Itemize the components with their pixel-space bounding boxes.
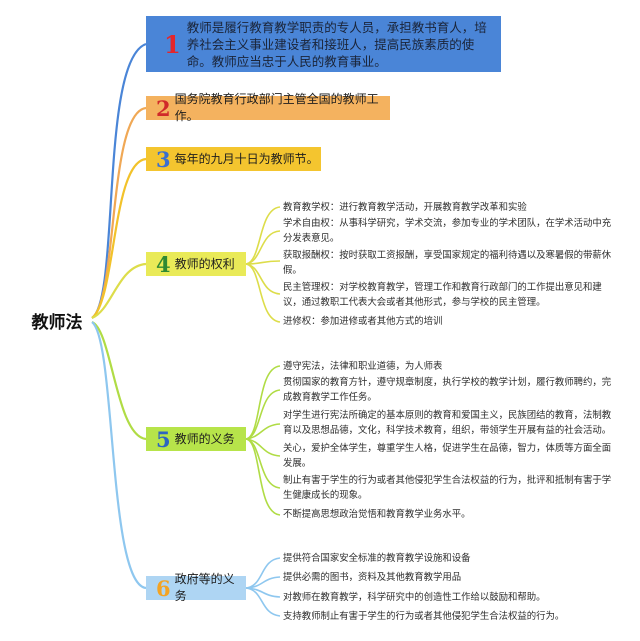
- branch-text-1: 教师是履行教育教学职责的专人员，承担教书育人，培养社会主义事业建设者和接班人，提…: [186, 19, 487, 69]
- leaf-b5-6: 不断提高思想政治觉悟和教育教学业务水平。: [283, 509, 471, 520]
- leaf-b6-3: 对教师在教育教学，科学研究中的创造性工作给以鼓励和帮助。: [283, 592, 546, 603]
- branch-node-5: 5 教师的义务: [146, 427, 246, 451]
- leaf-b5-5: 制止有害于学生的行为或者其他侵犯学生合法权益的行为，批评和抵制有害于学生健康成长…: [283, 475, 612, 501]
- branch-text-3: 每年的九月十日为教师节。: [174, 151, 319, 166]
- connector-root-branch-1: [91, 42, 147, 319]
- connector-b4-leaf-4: [245, 263, 281, 295]
- connector-b5-leaf-2: [245, 389, 281, 440]
- branch-number-3: 3: [156, 146, 171, 172]
- connector-b6-leaf-1: [245, 557, 281, 589]
- connector-b6-leaf-4: [245, 587, 281, 617]
- leaf-b5-2: 贯彻国家的教育方针，遵守规章制度，执行学校的教学计划，履行教师聘约，完成教育教学…: [283, 377, 612, 403]
- leaf-b4-5: 进修权：参加进修或者其他方式的培训: [283, 316, 443, 327]
- leaf-b4-1: 教育教学权：进行教育教学活动，开展教育教学改革和实验: [283, 202, 527, 213]
- connector-b4-leaf-3: [245, 260, 281, 265]
- leaf-b4-4: 民主管理权：对学校教育教学，管理工作和教育行政部门的工作提出意见和建议，通过教职…: [283, 282, 602, 308]
- connector-b5-leaf-6: [245, 438, 281, 516]
- leaf-b5-3: 对学生进行宪法所确定的基本原则的教育和爱国主义，民族团结的教育，法制教育以及思想…: [283, 410, 612, 436]
- branch-node-6: 6 政府等的义务: [146, 572, 246, 603]
- connector-b6-leaf-2: [245, 576, 281, 589]
- branch-number-1: 1: [164, 29, 181, 59]
- connector-b5-leaf-3: [245, 423, 281, 440]
- connector-root-branch-6: [91, 321, 147, 590]
- connector-b5-leaf-5: [245, 438, 281, 489]
- connector-b5-leaf-1: [245, 365, 281, 440]
- connector-root-branch-4: [91, 262, 147, 320]
- leaf-b5-1: 遵守宪法，法律和职业道德，为人师表: [283, 361, 443, 372]
- leaf-b5-4: 关心，爱护全体学生，尊重学生人格，促进学生在品德，智力，体质等方面全面发展。: [283, 443, 612, 469]
- branch-node-3: 3 每年的九月十日为教师节。: [146, 147, 321, 171]
- branch-number-5: 5: [156, 426, 171, 452]
- branch-number-2: 2: [156, 95, 171, 121]
- connector-b4-leaf-1: [245, 206, 281, 265]
- branch-text-2: 国务院教育行政部门主管全国的教师工作。: [174, 92, 379, 123]
- connector-b4-leaf-2: [245, 230, 281, 265]
- branch-text-6: 政府等的义务: [174, 572, 235, 603]
- connector-root-branch-3: [91, 157, 147, 319]
- branch-node-2: 2 国务院教育行政部门主管全国的教师工作。: [146, 92, 390, 123]
- connector-b4-leaf-5: [245, 263, 281, 323]
- leaf-b6-4: 支持教师制止有害于学生的行为或者其他侵犯学生合法权益的行为。: [283, 611, 565, 622]
- branch-number-4: 4: [156, 251, 171, 277]
- leaf-b6-2: 提供必需的图书，资料及其他教育教学用品: [283, 572, 462, 583]
- branch-text-4: 教师的权利: [174, 256, 235, 271]
- branch-node-1: 1 教师是履行教育教学职责的专人员，承担教书育人，培养社会主义事业建设者和接班人…: [146, 16, 501, 72]
- leaf-b4-2: 学术自由权：从事科学研究，学术交流，参加专业的学术团队，在学术活动中充分发表意见…: [283, 218, 612, 244]
- branch-node-4: 4 教师的权利: [146, 252, 246, 276]
- leaf-b4-3: 获取报酬权：按时获取工资报酬，享受国家规定的福利待遇以及寒暑假的带薪休假。: [283, 250, 612, 276]
- branch-number-6: 6: [156, 575, 171, 601]
- leaf-b6-1: 提供符合国家安全标准的教育教学设施和设备: [283, 553, 471, 564]
- branch-text-5: 教师的义务: [174, 431, 235, 446]
- root-node: 教师法: [31, 313, 83, 333]
- connector-root-branch-5: [91, 320, 147, 441]
